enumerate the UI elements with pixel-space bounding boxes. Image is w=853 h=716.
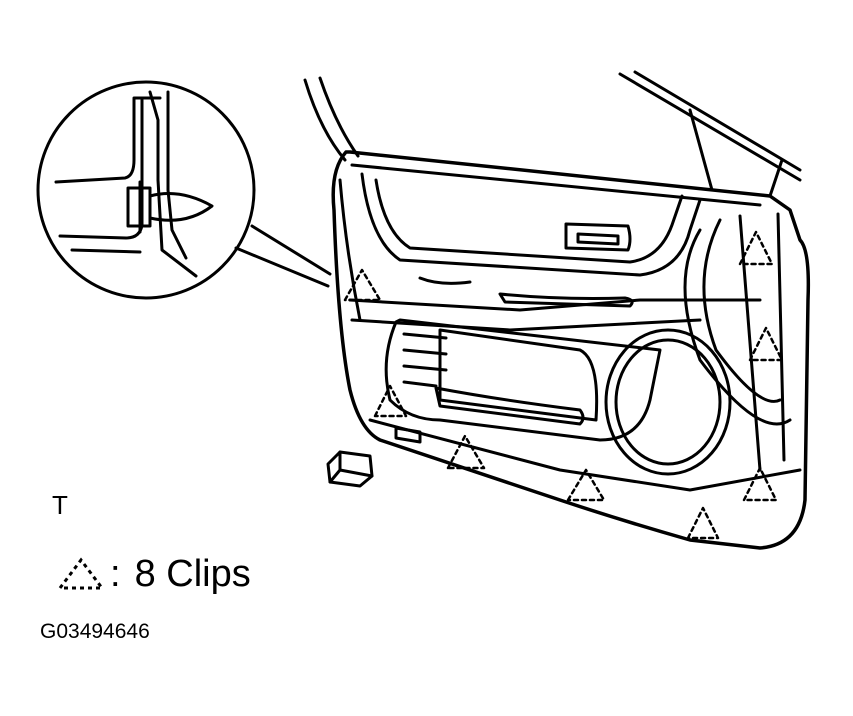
clip-marker xyxy=(748,326,784,362)
clip-head xyxy=(148,192,214,222)
clip-marker xyxy=(446,434,486,470)
clip-markers xyxy=(343,230,784,540)
door-frame xyxy=(303,70,802,198)
loose-clip xyxy=(326,450,374,488)
armrest-pull[interactable] xyxy=(498,292,634,308)
clip-marker xyxy=(343,268,382,302)
clip-body xyxy=(126,186,152,228)
legend-colon: : xyxy=(110,553,121,595)
leader-line xyxy=(234,246,330,288)
figure-id: G03494646 xyxy=(40,620,150,643)
map-pocket xyxy=(384,318,662,442)
courtesy-lamp xyxy=(394,426,422,444)
clip-marker xyxy=(742,466,778,502)
speaker-grille xyxy=(614,338,722,466)
view-label: T xyxy=(52,490,68,520)
leader-line xyxy=(250,224,332,276)
legend: : 8 Clips xyxy=(56,552,251,596)
clip-marker xyxy=(373,384,408,418)
legend-text: 8 Clips xyxy=(134,553,251,595)
clip-detail-view xyxy=(36,80,332,300)
clip-marker xyxy=(686,506,720,540)
clip-marker xyxy=(738,230,774,266)
clip-marker xyxy=(566,468,606,502)
clip-triangle-icon xyxy=(57,557,105,590)
door-handle[interactable] xyxy=(564,222,632,252)
door-trim-panel xyxy=(331,150,811,550)
detail-circle xyxy=(36,80,256,300)
